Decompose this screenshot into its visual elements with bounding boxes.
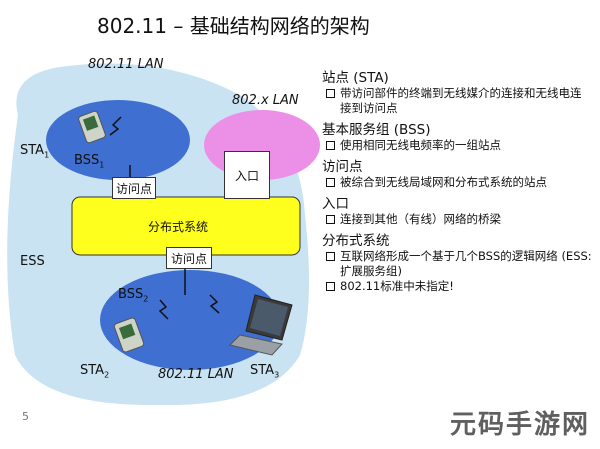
page-number: 5 — [22, 410, 29, 423]
access-point-bottom: 访问点 — [166, 247, 212, 269]
lan-top-label: 802.11 LAN — [88, 57, 164, 72]
access-point-top: 访问点 — [112, 177, 156, 199]
definition-heading-bss: 基本服务组 (BSS) — [322, 122, 431, 138]
wireless-link-2 — [158, 299, 169, 320]
bss2-label: BSS2 — [118, 287, 149, 304]
definition-heading-portal: 入口 — [322, 196, 349, 212]
ess-label: ESS — [20, 254, 45, 269]
definition-item: 使用相同无线电频率的一组站点 — [322, 138, 592, 153]
pda-icon-sta2 — [113, 317, 145, 353]
lan-right-label: 802.x LAN — [232, 93, 299, 108]
bss1-ellipse — [46, 100, 190, 180]
diagram-shapes — [7, 63, 320, 406]
wireless-link-3 — [209, 294, 220, 314]
sta1-label: STA1 — [20, 143, 50, 160]
definition-item: 互联网络形成一个基于几个BSS的逻辑网络 (ESS: 扩展服务组) — [322, 249, 592, 279]
checkbox-bullet-icon — [326, 141, 335, 150]
sta3-label: STA3 — [250, 363, 280, 380]
definitions-list: 站点 (STA) 带访问部件的终端到无线媒介的连接和无线电连接到访问点 基本服务… — [322, 64, 592, 294]
definition-heading-sta: 站点 (STA) — [322, 70, 389, 86]
checkbox-bullet-icon — [326, 252, 335, 261]
definition-item: 802.11标准中未指定! — [322, 279, 592, 294]
definition-heading-ap: 访问点 — [322, 159, 363, 175]
definition-item: 连接到其他（有线）网络的桥梁 — [322, 212, 592, 227]
definition-heading-ds: 分布式系统 — [322, 233, 390, 249]
definition-item: 带访问部件的终端到无线媒介的连接和无线电连接到访问点 — [322, 86, 592, 116]
laptop-icon-sta3 — [229, 294, 293, 356]
checkbox-bullet-icon — [326, 215, 335, 224]
slide-title: 802.11 – 基础结构网络的架构 — [97, 14, 370, 38]
wireless-link-1 — [109, 116, 122, 136]
distribution-label: 分布式系统 — [148, 220, 209, 234]
checkbox-bullet-icon — [326, 89, 335, 98]
network-diagram: 802.11 LAN 802.x LAN STA1 BSS1 访问点 入口 分布… — [0, 55, 320, 415]
definition-item: 被综合到无线局域网和分布式系统的站点 — [322, 175, 592, 190]
watermark: 元码手游网 — [449, 410, 590, 440]
sta2-label: STA2 — [80, 363, 110, 380]
lan-bottom-label: 802.11 LAN — [158, 367, 234, 382]
bss1-label: BSS1 — [74, 153, 105, 170]
checkbox-bullet-icon — [326, 282, 335, 291]
checkbox-bullet-icon — [326, 178, 335, 187]
pda-icon-sta1 — [78, 110, 106, 144]
portal-box: 入口 — [224, 151, 270, 199]
